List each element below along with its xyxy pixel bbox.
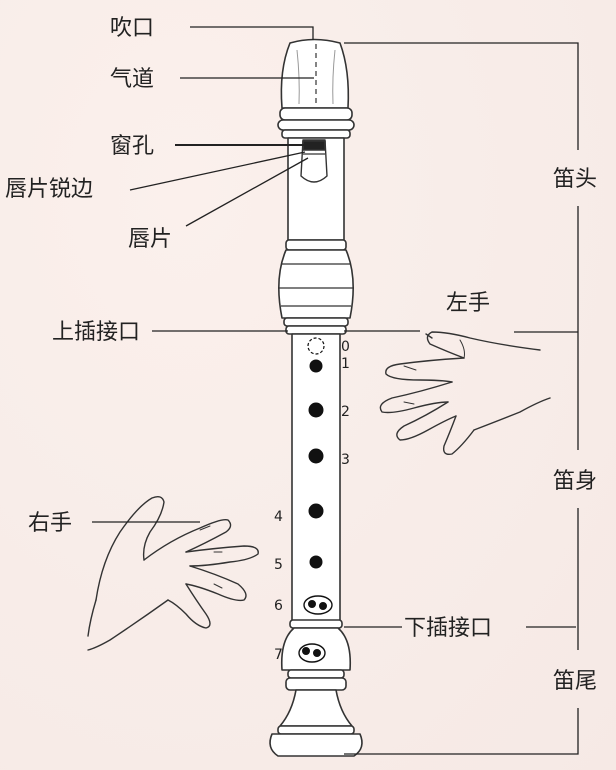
recorder-beak	[280, 38, 350, 109]
label-labium: 唇片	[128, 227, 172, 252]
hole-number-7: 7	[274, 647, 283, 663]
hole-number-0: 0	[341, 339, 350, 355]
leader-labium-edge	[129, 151, 306, 191]
label-head: 笛头	[553, 167, 597, 192]
hole-2	[308, 402, 324, 418]
leader-labium	[185, 157, 309, 227]
hole-5	[309, 555, 323, 569]
label-windway: 气道	[110, 67, 154, 92]
bracket-head	[344, 42, 579, 150]
hole-4	[308, 503, 324, 519]
recorder	[269, 38, 363, 757]
label-mouthpiece: 吹口	[110, 16, 154, 41]
hole-number-5: 5	[274, 557, 283, 573]
label-body: 笛身	[553, 469, 597, 494]
left-hand-drawing	[379, 331, 551, 456]
hole-number-2: 2	[341, 404, 350, 420]
label-right-hand: 右手	[28, 511, 72, 536]
labels: 吹口 气道 窗孔 唇片锐边 唇片 上插接口 左手 右手 下插接口 笛头 笛身 笛…	[5, 16, 597, 694]
label-window: 窗孔	[110, 134, 154, 159]
finger-holes	[298, 337, 333, 663]
hole-1	[309, 359, 323, 373]
label-lower-joint: 下插接口	[404, 616, 492, 641]
leader-mouthpiece	[190, 26, 314, 40]
label-upper-joint: 上插接口	[52, 320, 140, 345]
hole-number-4: 4	[274, 509, 283, 525]
bell	[279, 689, 353, 727]
hole-3	[308, 448, 324, 464]
head-socket	[278, 249, 354, 319]
leader-lines	[92, 26, 579, 755]
hole-number-6: 6	[274, 598, 283, 614]
hole-0	[307, 337, 325, 355]
hole-number-1: 1	[341, 356, 350, 372]
label-labium-edge: 唇片锐边	[5, 177, 93, 202]
right-hand-drawing	[87, 495, 259, 651]
label-foot: 笛尾	[553, 669, 597, 694]
hole-number-3: 3	[341, 452, 350, 468]
body-tube	[291, 333, 341, 625]
label-left-hand: 左手	[446, 291, 490, 316]
hole-numbers: 0 1 2 3 4 5 6 7	[274, 339, 350, 663]
